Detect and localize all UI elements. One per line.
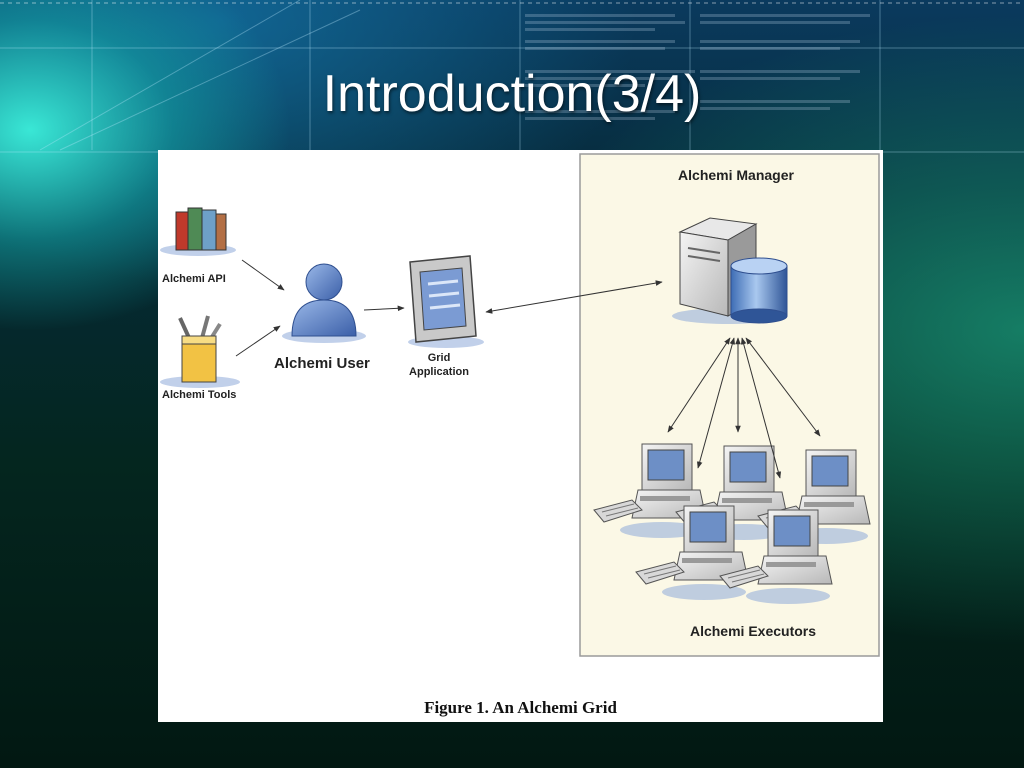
grid-application-icon — [408, 255, 484, 348]
figure-panel: Alchemi API Alchemi Tools Alchemi User G… — [158, 150, 883, 722]
alchemi-api-label: Alchemi API — [162, 273, 226, 285]
alchemi-user-icon — [282, 263, 366, 343]
alchemi-manager-icon — [672, 217, 788, 324]
connection-arrows — [235, 259, 821, 479]
alchemi-grid-diagram: Alchemi API Alchemi Tools Alchemi User G… — [160, 153, 880, 657]
alchemi-api-icon — [160, 207, 236, 256]
alchemi-tools-icon — [160, 315, 240, 388]
alchemi-executors-label: Alchemi Executors — [690, 623, 816, 639]
slide-title: Introduction(3/4) — [322, 65, 702, 123]
grid-application-label-line1: Grid — [428, 352, 451, 364]
alchemi-tools-label: Alchemi Tools — [162, 389, 236, 401]
alchemi-user-label: Alchemi User — [274, 355, 370, 372]
grid-application-label-line2: Application — [409, 366, 469, 378]
figure-caption: Figure 1. An Alchemi Grid — [424, 698, 617, 717]
alchemi-manager-label: Alchemi Manager — [678, 167, 794, 183]
